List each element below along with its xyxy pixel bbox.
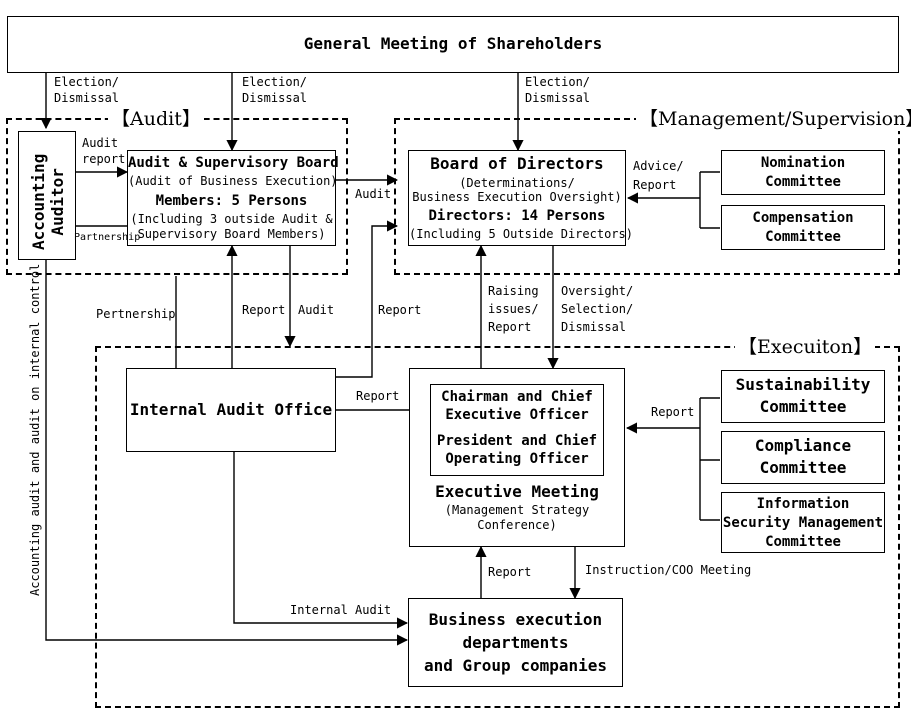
execution-section-frame	[95, 346, 900, 708]
compliance-line2: Committee	[759, 458, 847, 477]
label-report-business: Report	[488, 565, 532, 579]
asb-note-line2: Supervisory Board Members)	[137, 227, 326, 241]
label-partnership-small: Partnership	[74, 232, 141, 243]
label-raising-2: issues/	[488, 302, 539, 316]
compliance-committee-box: Compliance Committee	[721, 431, 885, 484]
label-audit-asb-bod: Audit	[355, 187, 392, 201]
asb-members: Members: 5 Persons	[155, 193, 308, 209]
label-election-asb-2: Dismissal	[242, 91, 308, 105]
internal-audit-office-title: Internal Audit Office	[129, 400, 333, 419]
label-audit-report-1: Audit	[82, 136, 119, 150]
infosec-line3: Committee	[765, 534, 841, 550]
label-oversight-2: Selection/	[561, 302, 634, 316]
label-raising-1: Raising	[488, 284, 539, 298]
label-oversight-3: Dismissal	[561, 320, 627, 334]
label-advice-2: Report	[633, 178, 677, 192]
ceo-line2: Executive Officer	[445, 407, 589, 423]
asb-note-line1: (Including 3 outside Audit &	[130, 212, 333, 226]
sustainability-line1: Sustainability	[735, 375, 871, 394]
compensation-committee-box: Compensation Committee	[721, 205, 885, 250]
bod-subtitle-line1: (Determinations/	[459, 176, 575, 190]
label-report-committees: Report	[651, 405, 695, 419]
infosec-line2: Security Management	[722, 515, 884, 531]
label-report-iao-asb: Report	[242, 303, 286, 317]
coo-line2: Operating Officer	[445, 451, 589, 467]
label-election-bod-2: Dismissal	[525, 91, 591, 105]
compliance-line1: Compliance	[754, 436, 852, 455]
exec-meeting-sub2: Conference)	[477, 518, 557, 532]
exec-meeting-title: Executive Meeting	[435, 482, 599, 501]
asb-subtitle: (Audit of Business Execution)	[128, 174, 338, 188]
business-line2: departments	[462, 633, 569, 652]
bod-title: Board of Directors	[430, 154, 604, 173]
business-line3: and Group companies	[423, 656, 608, 675]
ceo-line1: Chairman and Chief	[441, 389, 593, 405]
coo-line1: President and Chief	[436, 433, 598, 449]
label-report-iao-bod: Report	[378, 303, 422, 317]
label-election-acc-2: Dismissal	[54, 91, 120, 105]
management-section-title: 【Management/Supervision】	[636, 104, 911, 131]
label-audit-asb-exec: Audit	[298, 303, 335, 317]
business-line1: Business execution	[428, 610, 603, 629]
label-report-iao-exec: Report	[356, 389, 400, 403]
sustainability-line2: Committee	[759, 397, 847, 416]
nomination-line2: Committee	[765, 174, 841, 190]
internal-audit-office-box: Internal Audit Office	[126, 368, 336, 452]
bod-directors: Directors: 14 Persons	[428, 208, 606, 224]
label-instruction: Instruction/COO Meeting	[585, 563, 752, 577]
audit-supervisory-board-box: Audit & Supervisory Board (Audit of Busi…	[127, 150, 339, 246]
shareholders-box: General Meeting of Shareholders	[7, 16, 899, 73]
label-oversight-1: Oversight/	[561, 284, 634, 298]
nomination-line1: Nomination	[760, 155, 846, 171]
business-execution-box: Business execution departments and Group…	[408, 598, 623, 687]
bod-note: (Including 5 Outside Directors)	[409, 227, 633, 241]
nomination-committee-box: Nomination Committee	[721, 150, 885, 195]
label-advice-1: Advice/	[633, 159, 684, 173]
label-raising-3: Report	[488, 320, 532, 334]
label-internal-audit: Internal Audit	[290, 603, 392, 617]
shareholders-title: General Meeting of Shareholders	[303, 34, 603, 53]
label-partnership: Pertnership	[96, 307, 176, 321]
exec-meeting-sub1: (Management Strategy	[444, 503, 590, 517]
asb-title: Audit & Supervisory Board	[128, 155, 339, 171]
label-audit-report-2: report	[82, 152, 126, 166]
accounting-auditor-box: Accounting Auditor	[18, 131, 76, 260]
accounting-auditor-label: Accounting Auditor	[29, 153, 67, 250]
infosec-committee-box: Information Security Management Committe…	[721, 492, 885, 553]
bod-subtitle-line2: Business Execution Oversight)	[412, 190, 622, 204]
compensation-line2: Committee	[765, 229, 841, 245]
infosec-line1: Information	[756, 496, 850, 512]
label-election-acc-1: Election/	[54, 75, 120, 89]
label-accounting-audit-vertical: Accounting audit and audit on internal c…	[28, 263, 42, 596]
executives-inner-box: Chairman and Chief Executive Officer Pre…	[430, 384, 604, 476]
execution-section-title: 【Execuiton】	[735, 332, 876, 359]
sustainability-committee-box: Sustainability Committee	[721, 370, 885, 423]
compensation-line1: Compensation	[752, 210, 854, 226]
executive-meeting-box: Chairman and Chief Executive Officer Pre…	[409, 368, 625, 547]
audit-section-title: 【Audit】	[108, 104, 204, 131]
label-election-asb-1: Election/	[242, 75, 308, 89]
label-election-bod-1: Election/	[525, 75, 591, 89]
board-of-directors-box: Board of Directors (Determinations/ Busi…	[408, 150, 633, 246]
